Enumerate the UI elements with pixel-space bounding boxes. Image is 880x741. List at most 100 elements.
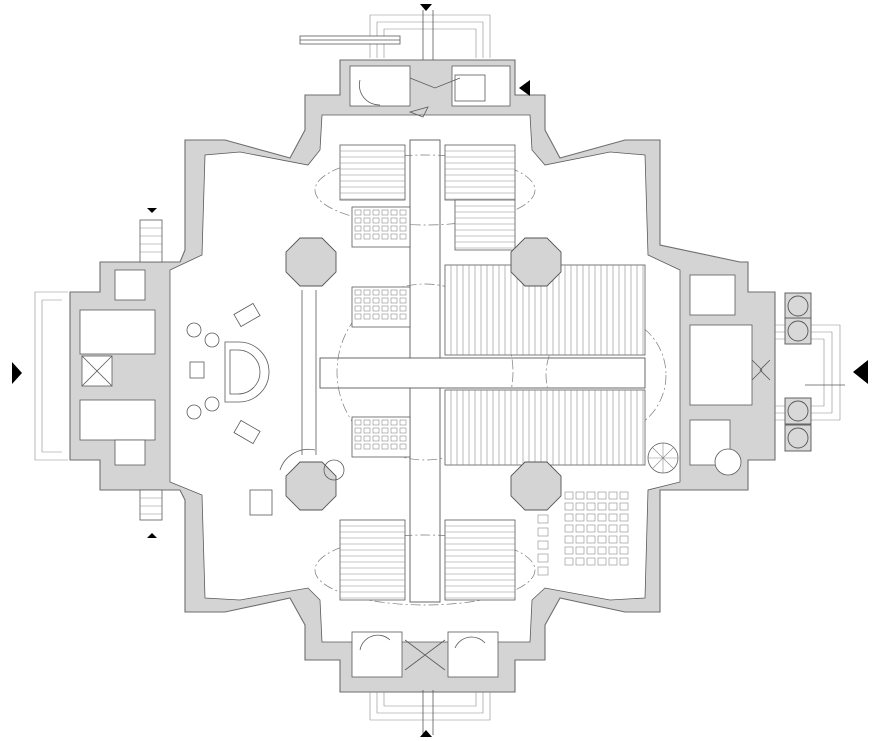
central-aisles [314, 139, 667, 606]
chair [372, 427, 380, 434]
chair [564, 491, 574, 500]
pew-block [444, 389, 646, 466]
chair [354, 233, 362, 240]
chair [372, 209, 380, 216]
arrow-left-icon [853, 360, 868, 384]
pillars [285, 237, 562, 511]
chair [399, 435, 407, 442]
pew-block [339, 519, 406, 601]
chair [363, 225, 371, 232]
chair [564, 513, 574, 522]
chair [399, 209, 407, 216]
chair [390, 443, 398, 450]
chair [381, 443, 389, 450]
pillar-sw [285, 461, 337, 511]
chair [399, 297, 407, 304]
pew-block [444, 519, 516, 601]
chair [586, 557, 596, 566]
arrow-down-icon [420, 4, 432, 11]
chair [372, 297, 380, 304]
chair [354, 435, 362, 442]
chair [597, 491, 607, 500]
chair [372, 419, 380, 426]
chair [381, 305, 389, 312]
chair [381, 435, 389, 442]
chair [354, 427, 362, 434]
chair [608, 502, 618, 511]
chair [354, 289, 362, 296]
chair [575, 502, 585, 511]
chair [363, 313, 371, 320]
chair [390, 297, 398, 304]
chair-area [351, 416, 411, 458]
chair [354, 443, 362, 450]
chair [390, 233, 398, 240]
chair [381, 233, 389, 240]
chair [619, 502, 629, 511]
chair [363, 305, 371, 312]
chair [390, 435, 398, 442]
chair [354, 209, 362, 216]
chair [608, 513, 618, 522]
chair [399, 313, 407, 320]
chair [608, 491, 618, 500]
chair [390, 225, 398, 232]
chair [537, 566, 549, 576]
pew-block [339, 144, 406, 201]
pillar-nw [285, 237, 337, 287]
chair [372, 443, 380, 450]
chair [390, 289, 398, 296]
chair [597, 513, 607, 522]
chair [608, 546, 618, 555]
chair [399, 233, 407, 240]
chair [372, 225, 380, 232]
chair [363, 217, 371, 224]
chair [586, 502, 596, 511]
chair [537, 540, 549, 550]
chair [586, 524, 596, 533]
chair [354, 419, 362, 426]
chair [372, 305, 380, 312]
chair [381, 225, 389, 232]
chair [399, 289, 407, 296]
chair [372, 289, 380, 296]
chair [575, 557, 585, 566]
chair [619, 557, 629, 566]
chair [619, 546, 629, 555]
chair [608, 535, 618, 544]
chair [363, 427, 371, 434]
chair [564, 546, 574, 555]
chair [608, 557, 618, 566]
chair [564, 524, 574, 533]
chair [399, 225, 407, 232]
south-entrance [351, 631, 499, 735]
chair [354, 225, 362, 232]
chair [575, 491, 585, 500]
chair [381, 209, 389, 216]
chair [354, 305, 362, 312]
chair [390, 209, 398, 216]
chair [597, 535, 607, 544]
chair [363, 233, 371, 240]
chair [575, 513, 585, 522]
chair [390, 305, 398, 312]
chair [608, 524, 618, 533]
chair [381, 289, 389, 296]
chair [399, 305, 407, 312]
chair [363, 443, 371, 450]
east-wing [647, 274, 845, 476]
chair [381, 297, 389, 304]
chair [564, 535, 574, 544]
chair [372, 313, 380, 320]
chair [390, 427, 398, 434]
chair [354, 313, 362, 320]
west-wing [34, 219, 163, 521]
chair [575, 546, 585, 555]
chair [597, 502, 607, 511]
chair [381, 419, 389, 426]
chair [363, 297, 371, 304]
chair [354, 297, 362, 304]
chair [354, 217, 362, 224]
chair [564, 557, 574, 566]
chair [399, 419, 407, 426]
